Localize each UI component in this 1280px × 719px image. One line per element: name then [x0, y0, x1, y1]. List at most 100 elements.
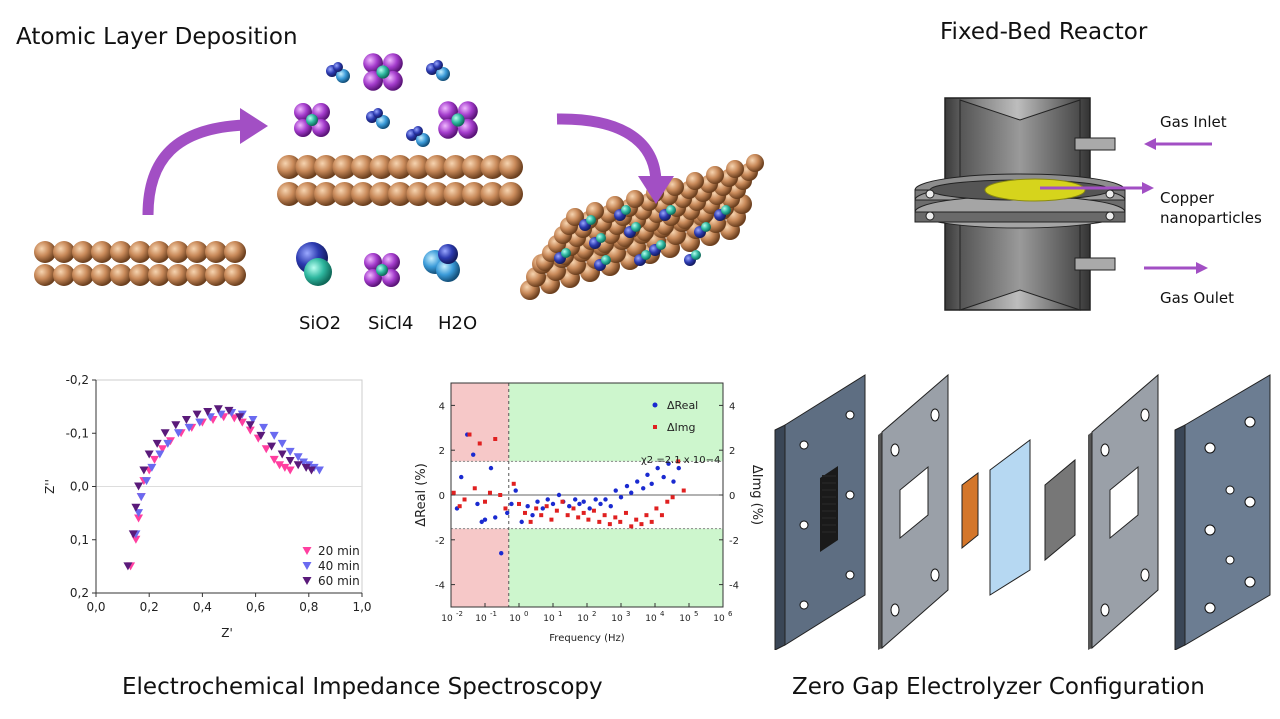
- eis-title: Electrochemical Impedance Spectroscopy: [122, 674, 603, 700]
- x-tick-exponent: 5: [694, 610, 698, 618]
- data-point-img: [451, 490, 456, 495]
- copper-atom: [480, 155, 505, 179]
- data-point-20-min: [150, 455, 160, 464]
- data-point-real: [573, 497, 578, 502]
- copper-atom: [72, 264, 94, 286]
- data-point-real: [618, 495, 624, 500]
- x-tick-label: 10: [645, 614, 657, 624]
- x-tick-label: 10: [509, 614, 521, 624]
- data-point-real: [676, 465, 681, 471]
- data-point-20-min: [134, 514, 144, 523]
- data-point-60-min: [203, 407, 213, 416]
- x-tick-label: 0,0: [86, 600, 105, 614]
- deposit-atom: [601, 255, 611, 265]
- water-atom: [333, 62, 343, 72]
- copper-atom: [295, 182, 320, 206]
- copper-atom: [351, 182, 375, 206]
- x-tick-exponent: 4: [660, 610, 665, 618]
- data-point-60-min: [128, 530, 138, 539]
- deposit-atom: [586, 215, 596, 225]
- data-point-img: [565, 513, 570, 518]
- data-point-40-min: [216, 410, 226, 419]
- deposit-atom: [596, 233, 606, 243]
- data-point-real: [493, 515, 498, 520]
- data-point-real: [587, 506, 592, 511]
- x-tick-label: 10: [679, 614, 691, 624]
- copper-atom: [626, 190, 644, 208]
- data-point-60-min: [213, 405, 223, 414]
- copper-atom: [224, 241, 246, 263]
- reactor-title: Fixed-Bed Reactor: [940, 19, 1148, 45]
- copper-atom: [406, 155, 431, 179]
- data-point-real: [505, 510, 510, 516]
- copper-atom: [666, 178, 684, 196]
- data-point-real: [608, 504, 613, 509]
- copper-nanoparticle-bed: [984, 178, 1086, 202]
- data-point-real: [649, 481, 654, 486]
- data-point-img: [528, 519, 533, 524]
- copper-atom: [148, 241, 170, 263]
- data-point-40-min: [184, 423, 194, 432]
- data-point-40-min: [248, 415, 258, 424]
- ald-illustration: [34, 53, 764, 300]
- copper-atom: [566, 208, 584, 226]
- copper-atom: [443, 155, 468, 179]
- deposit-atom: [631, 222, 641, 232]
- x-tick-label: 10: [577, 614, 589, 624]
- copper-atom: [746, 154, 764, 172]
- data-point-60-min: [285, 456, 295, 465]
- copper-atom: [369, 155, 394, 179]
- data-point-real: [530, 512, 535, 518]
- data-point-20-min: [285, 466, 295, 475]
- data-point-img: [544, 504, 549, 509]
- data-point-40-min: [142, 477, 152, 486]
- electrode-copper: [961, 472, 979, 550]
- y-tick-label: 0,2: [70, 586, 89, 600]
- h2o-atom: [438, 244, 458, 264]
- data-point-real: [603, 497, 608, 502]
- label-copper: Copper: [1160, 189, 1215, 207]
- data-point-60-min: [144, 450, 154, 459]
- data-point-60-min: [256, 431, 266, 440]
- x-axis-label: Z': [221, 626, 233, 640]
- water-atom: [416, 133, 430, 147]
- electrolyzer-title: Zero Gap Electrolyzer Configuration: [792, 674, 1205, 700]
- data-point-real: [598, 501, 603, 507]
- deposit-atom: [641, 250, 651, 260]
- legend-label: 40 min: [318, 559, 360, 573]
- copper-atom: [53, 264, 75, 286]
- x-tick-label: 0,2: [140, 600, 159, 614]
- water-atom: [373, 108, 383, 118]
- data-point-img: [487, 490, 492, 495]
- data-point-img: [607, 522, 612, 527]
- data-point-60-min: [192, 410, 202, 419]
- label-gas-outlet: Gas Oulet: [1160, 289, 1234, 307]
- x-tick-exponent: 1: [558, 610, 562, 618]
- copper-atom: [425, 182, 449, 206]
- data-point-40-min: [195, 418, 205, 427]
- water-atom: [336, 69, 350, 83]
- copper-atom: [351, 155, 375, 179]
- data-point-20-min: [131, 535, 141, 544]
- data-point-60-min: [160, 429, 170, 438]
- y-tick-label-right: -4: [729, 581, 739, 592]
- y-axis-label: Z'': [43, 479, 57, 494]
- copper-atom: [499, 182, 523, 206]
- y-tick-label-right: -2: [729, 536, 739, 547]
- water-atom: [376, 115, 390, 129]
- data-point-20-min: [158, 445, 167, 454]
- water-atom: [413, 126, 423, 136]
- data-point-real: [671, 479, 676, 484]
- copper-atom: [686, 172, 704, 190]
- gasket-left: [878, 373, 949, 650]
- legend-marker: [302, 547, 312, 555]
- ald-title: Atomic Layer Deposition: [16, 24, 298, 50]
- data-point-real: [613, 488, 618, 493]
- y-tick-label: 0,1: [70, 533, 89, 547]
- copper-atom: [148, 264, 170, 286]
- data-point-img: [602, 513, 607, 518]
- copper-atom: [443, 182, 468, 206]
- y-tick-label: 4: [439, 401, 445, 412]
- copper-atom: [205, 264, 227, 286]
- data-point-40-min: [163, 439, 173, 448]
